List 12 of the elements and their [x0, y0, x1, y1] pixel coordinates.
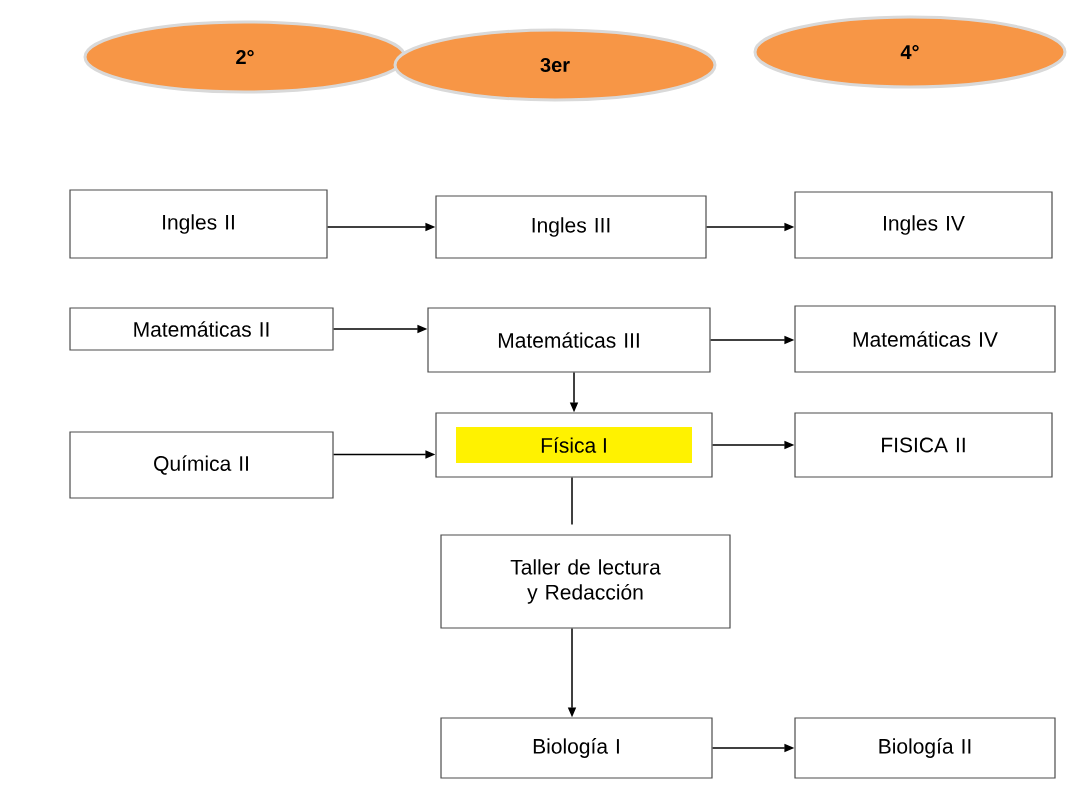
subject-box: Taller de lectura y Redacción	[440, 534, 731, 629]
subject-box: Ingles IV	[794, 191, 1053, 259]
subject-box: Ingles II	[69, 189, 328, 259]
subject-box: Matemáticas II	[69, 307, 334, 351]
subject-box: Química II	[69, 431, 334, 499]
subject-box: FISICA II	[794, 412, 1053, 478]
subject-box: Matemáticas IV	[794, 305, 1056, 373]
subject-box: Biología II	[794, 717, 1056, 779]
subject-box: Biología I	[440, 717, 713, 779]
subject-box: Física I	[435, 412, 713, 478]
subject-box: Ingles III	[435, 195, 707, 259]
subject-box: Matemáticas III	[427, 307, 711, 373]
